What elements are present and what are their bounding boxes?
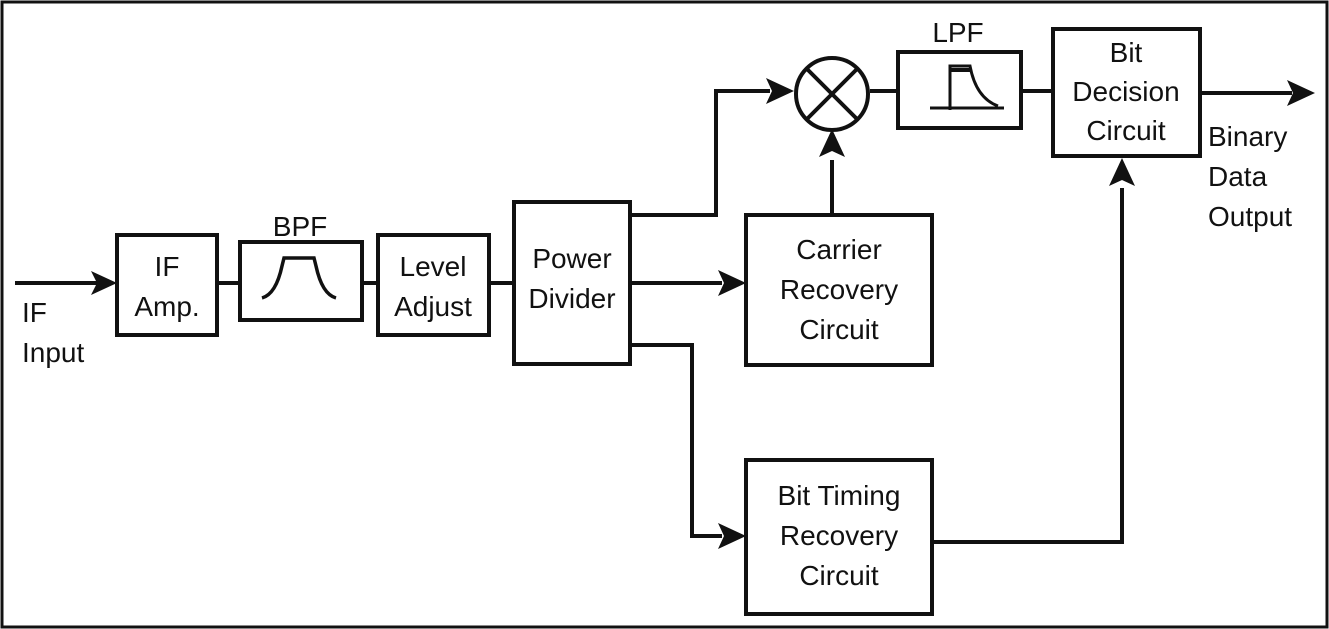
input-label-line1: IF — [22, 297, 47, 328]
bandpass-response-icon — [261, 256, 337, 300]
carrier-recovery-label-line3: Circuit — [799, 314, 879, 345]
bpf-block — [238, 240, 364, 322]
if-amp-label-line2: Amp. — [134, 291, 199, 322]
arrow-input — [91, 271, 117, 295]
bit-timing-label-line1: Bit Timing — [778, 480, 901, 511]
lpf-title: LPF — [932, 17, 983, 48]
arrow-timing-to-decision — [1109, 158, 1135, 186]
arrow-carrier-to-mixer — [819, 129, 845, 157]
bpf-title: BPF — [273, 211, 327, 242]
arrow-output — [1287, 80, 1315, 106]
carrier-recovery-block — [744, 213, 934, 367]
arrow-mixer-input — [766, 78, 794, 104]
bit-decision-label-line2: Decision — [1072, 76, 1179, 107]
bit-timing-recovery-block — [744, 458, 934, 616]
lowpass-response-icon — [948, 64, 999, 110]
bit-decision-block — [1051, 27, 1202, 158]
wire-divider-timing — [630, 343, 722, 538]
wire-divider-mixer — [630, 89, 770, 217]
carrier-recovery-label-line2: Recovery — [780, 274, 898, 305]
output-label-line1: Binary — [1208, 121, 1287, 152]
lpf-block — [896, 50, 1023, 130]
arrow-timing-input — [718, 523, 746, 549]
carrier-recovery-label-line1: Carrier — [796, 234, 882, 265]
arrow-carrier-input — [718, 270, 746, 296]
if-amp-block — [115, 233, 219, 337]
bit-decision-label-line1: Bit — [1110, 37, 1143, 68]
bit-timing-label-line3: Circuit — [799, 560, 879, 591]
output-label-line3: Output — [1208, 201, 1292, 232]
level-adjust-label-line1: Level — [400, 251, 467, 282]
power-divider-label-line2: Divider — [528, 283, 615, 314]
wire-timing-decision — [932, 188, 1124, 544]
bit-timing-label-line2: Recovery — [780, 520, 898, 551]
output-label-line2: Data — [1208, 161, 1268, 192]
level-adjust-block — [376, 233, 491, 337]
if-amp-label-line1: IF — [155, 251, 180, 282]
power-divider-label-line1: Power — [532, 243, 611, 274]
power-divider-block — [512, 200, 632, 366]
level-adjust-label-line2: Adjust — [394, 291, 472, 322]
input-label-line2: Input — [22, 337, 84, 368]
bit-decision-label-line3: Circuit — [1086, 115, 1166, 146]
mixer-cross-b — [805, 67, 859, 121]
